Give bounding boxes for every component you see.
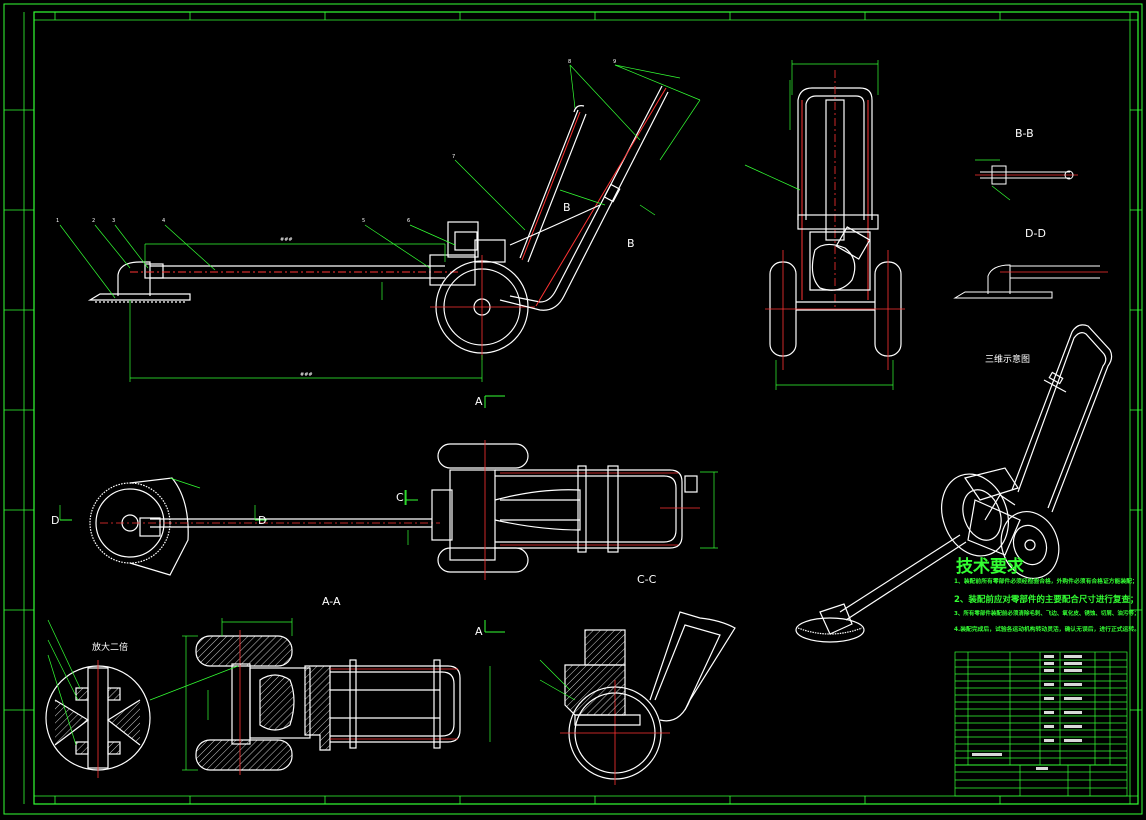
top-view-dimensions xyxy=(59,471,718,549)
title-block-fill xyxy=(972,655,1082,770)
svg-text:###: ### xyxy=(300,372,313,378)
tech-requirements-title: 技术要求 xyxy=(956,557,1024,577)
side-view-dimensions xyxy=(744,60,894,390)
front-view-dim-text: ### ### 1 2 3 4 5 6 7 8 9 xyxy=(56,59,616,378)
svg-text:7: 7 xyxy=(452,154,455,160)
svg-text:2: 2 xyxy=(92,218,95,224)
label-section-bb: B-B xyxy=(1015,127,1034,140)
front-view xyxy=(87,85,669,360)
section-aa-dims xyxy=(149,618,491,771)
svg-text:###: ### xyxy=(280,237,293,243)
section-aa-view xyxy=(195,630,461,775)
svg-text:6: 6 xyxy=(407,218,410,224)
detail-enlarged-view xyxy=(45,660,151,778)
label-a-arrow-bottom: A xyxy=(475,625,483,638)
label-b-arrow-2: B xyxy=(627,237,635,250)
top-view xyxy=(89,440,700,580)
section-cc-view xyxy=(560,611,736,785)
section-bb-dims xyxy=(975,159,1011,201)
label-section-aa: A-A xyxy=(322,595,341,608)
tech-requirement-item: 1、装配前所有零部件必须经检验合格，外购件必须有合格证方能装配； xyxy=(954,579,1138,585)
label-b-arrow-1: B xyxy=(563,201,571,214)
svg-text:8: 8 xyxy=(568,59,571,65)
section-bb-view xyxy=(975,165,1078,185)
label-detail-zoom: 放大二倍 xyxy=(92,643,129,653)
section-cc-dims xyxy=(539,659,576,701)
tech-requirement-item: 2、装配前应对零部件的主要配合尺寸进行复查； xyxy=(954,595,1139,605)
svg-text:5: 5 xyxy=(362,218,365,224)
side-view xyxy=(765,70,905,370)
label-c-arrow: C xyxy=(396,491,404,504)
svg-text:1: 1 xyxy=(56,218,59,224)
svg-text:4: 4 xyxy=(162,218,165,224)
label-d-arrow-right: D xyxy=(258,514,267,527)
svg-text:9: 9 xyxy=(613,59,616,65)
three-d-view xyxy=(795,324,1113,643)
label-3d-view: 三维示意图 xyxy=(985,355,1031,365)
detail-leaders xyxy=(47,619,81,746)
front-view-dimensions xyxy=(59,64,701,382)
svg-text:3: 3 xyxy=(112,218,115,224)
label-d-arrow-left: D xyxy=(51,514,60,527)
title-block xyxy=(954,651,1128,797)
label-a-arrow-top: A xyxy=(475,395,483,408)
tech-requirement-item: 3、所有零部件装配前必须清除毛刺、飞边、氧化皮、锈蚀、切屑、油污等； xyxy=(954,611,1140,617)
drawing-frame xyxy=(3,3,1143,815)
section-arrows xyxy=(60,395,505,633)
label-section-cc: C-C xyxy=(637,573,657,586)
tech-requirement-item: 4.装配完成后，试验各运动机构转动灵活，确认无误后，进行正式运转。 xyxy=(954,627,1140,633)
label-section-dd: D-D xyxy=(1025,227,1046,240)
section-dd-view xyxy=(953,264,1108,299)
